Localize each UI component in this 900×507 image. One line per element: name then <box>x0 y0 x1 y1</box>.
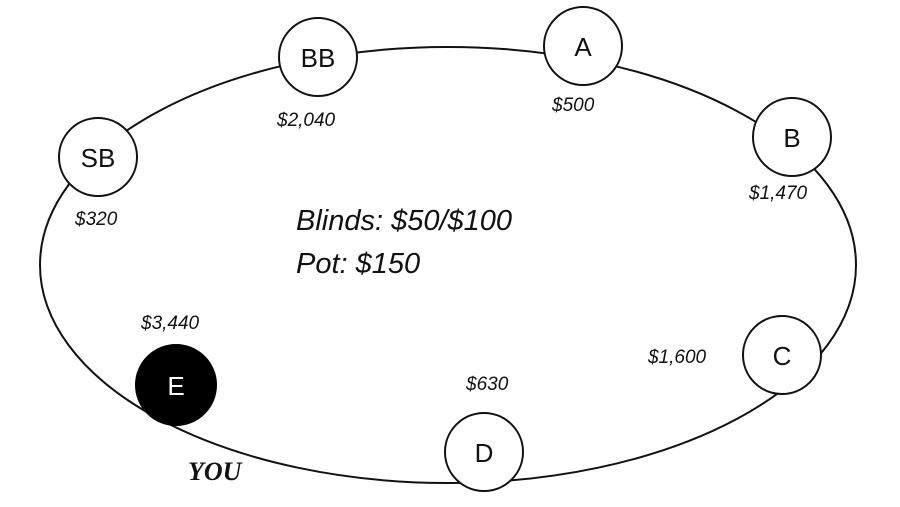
seat-b: B <box>752 97 832 177</box>
stack-sb: $320 <box>75 209 118 230</box>
stack-bb: $2,040 <box>277 110 336 131</box>
seat-b-label: B <box>783 123 800 153</box>
seat-b-circle <box>752 97 832 177</box>
seat-e-hero: E <box>135 344 217 426</box>
seat-c: C <box>742 315 822 395</box>
stack-d: $630 <box>466 374 509 395</box>
seat-c-circle <box>742 315 822 395</box>
blinds-text: Blinds: $50/$100 <box>296 205 513 237</box>
stack-c: $1,600 <box>648 347 707 368</box>
seat-bb-label: BB <box>301 43 336 73</box>
stack-a: $500 <box>552 95 595 116</box>
seat-bb: BB <box>278 17 358 97</box>
table-outline <box>39 46 857 484</box>
seat-a: A <box>543 6 623 86</box>
seat-sb-circle <box>58 117 138 197</box>
seat-d-label: D <box>475 438 494 468</box>
stack-b: $1,470 <box>749 183 808 204</box>
seat-bb-circle <box>278 17 358 97</box>
seat-e-circle <box>135 344 217 426</box>
seat-e-label: E <box>167 371 184 401</box>
pot-text: Pot: $150 <box>296 248 421 280</box>
hero-label: YOU <box>188 457 242 486</box>
seat-a-circle <box>543 6 623 86</box>
seat-d-circle <box>444 412 524 492</box>
seat-a-label: A <box>574 32 592 62</box>
seat-sb-label: SB <box>81 143 116 173</box>
seat-c-label: C <box>773 341 792 371</box>
stack-e: $3,440 <box>141 313 200 334</box>
seat-sb: SB <box>58 117 138 197</box>
seat-d: D <box>444 412 524 492</box>
